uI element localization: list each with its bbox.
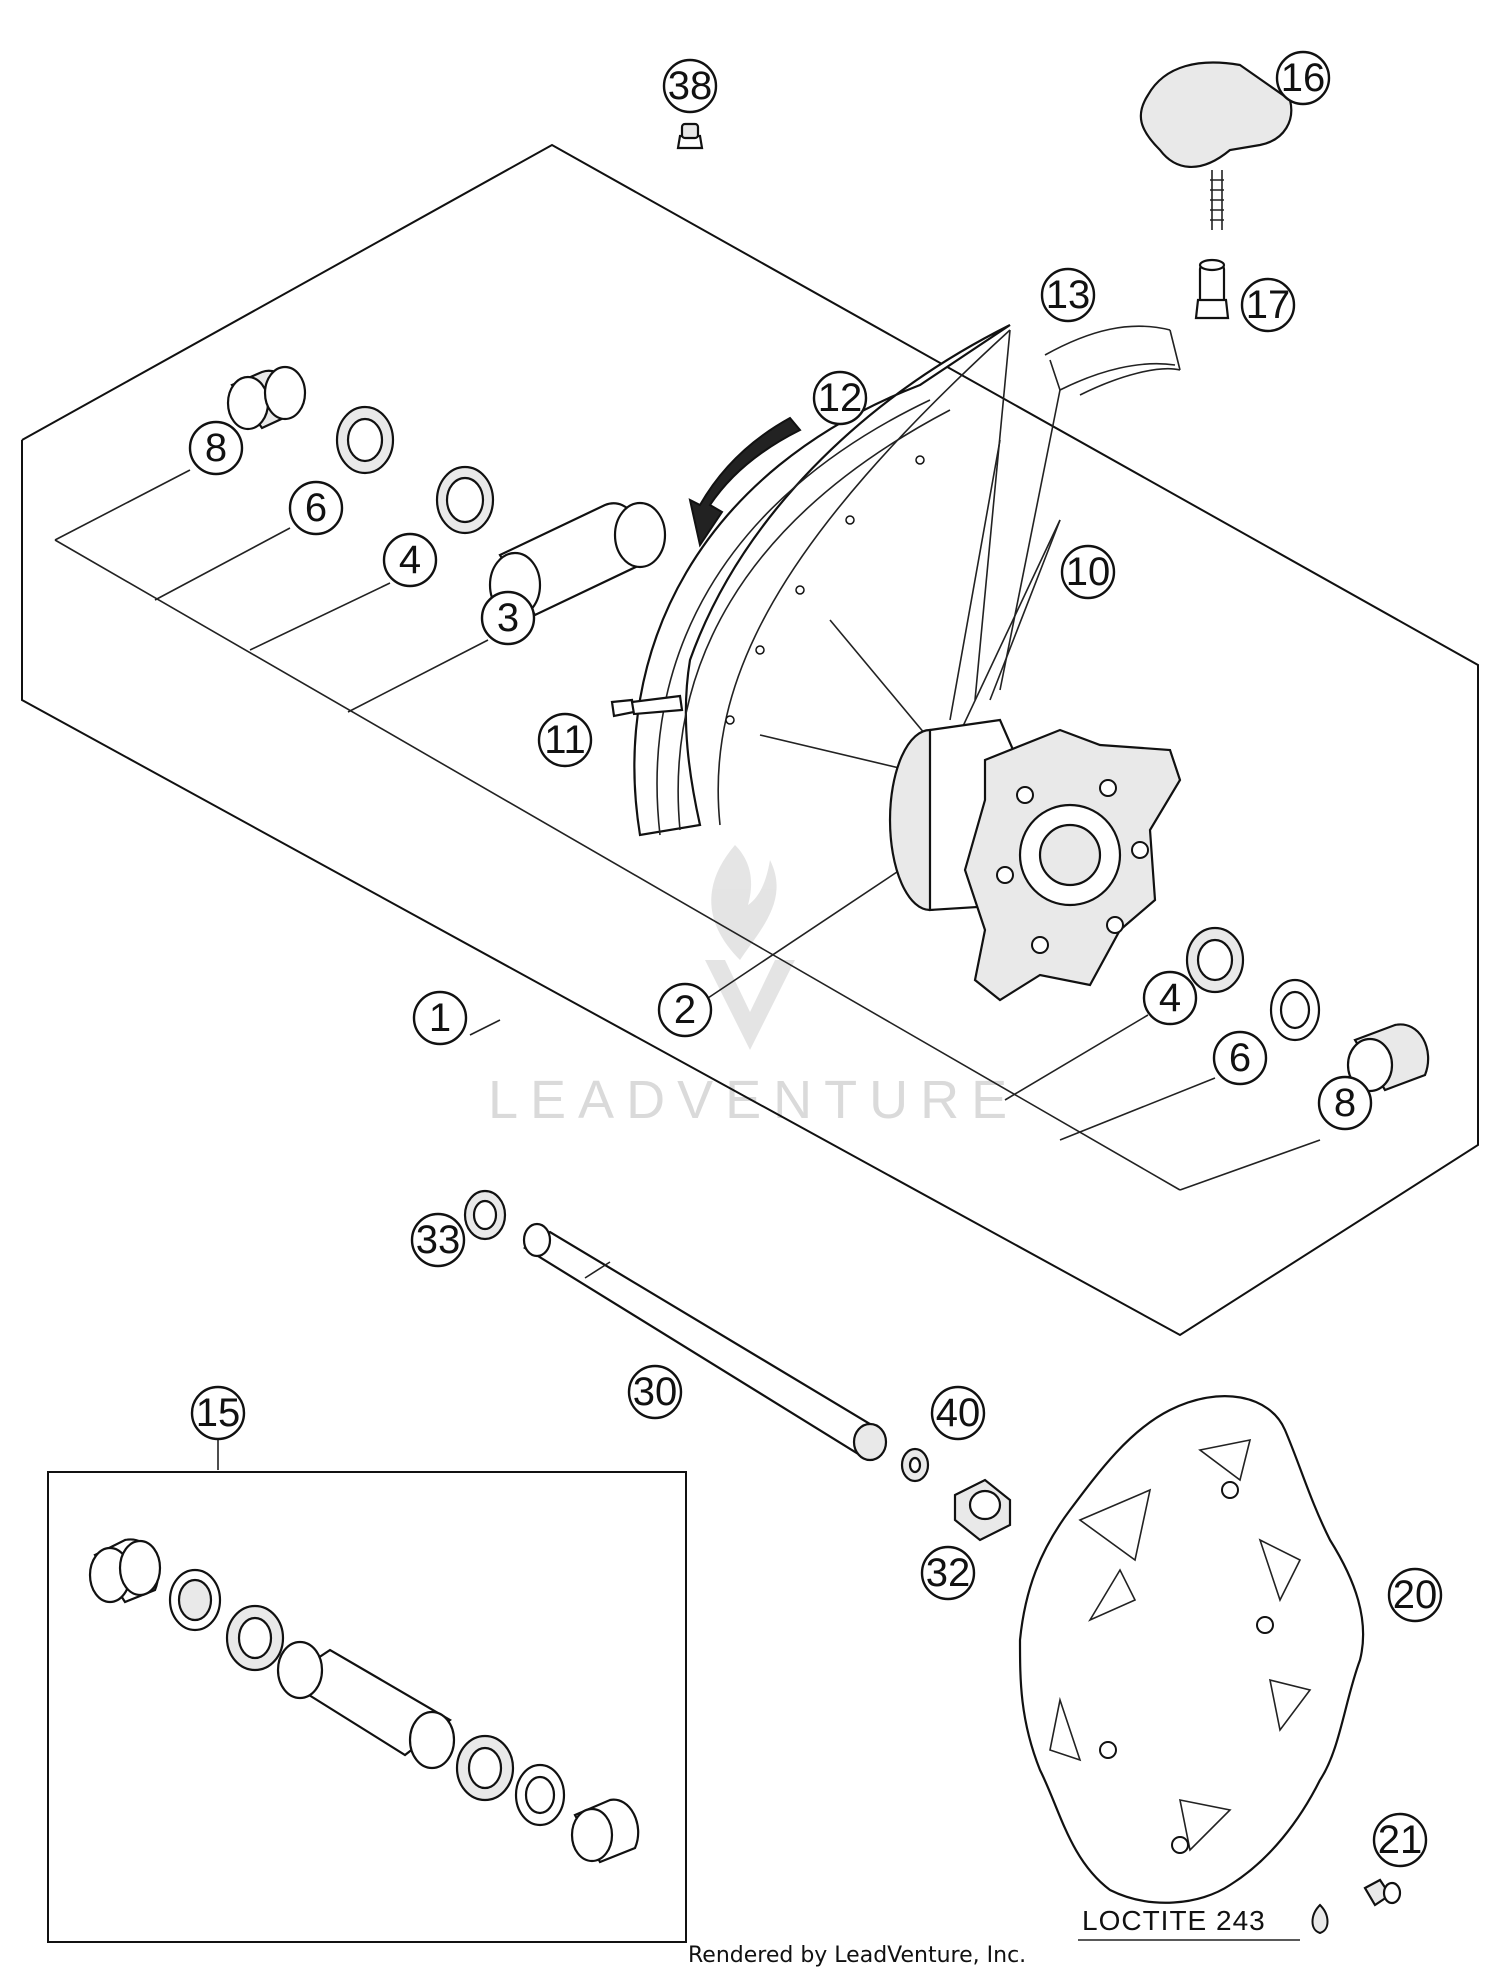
- callout-20-label: 20: [1393, 1573, 1438, 1617]
- callout-4-right: 4: [1142, 970, 1198, 1026]
- callout-3-label: 3: [497, 596, 519, 640]
- watermark: LEADVENTURE: [488, 845, 1019, 1130]
- callout-4-left-label: 4: [399, 538, 421, 582]
- callout-40: 40: [930, 1385, 986, 1441]
- callout-8-left-label: 8: [205, 426, 227, 470]
- callout-6-right-label: 6: [1229, 1036, 1251, 1080]
- leader-8b: [1179, 1139, 1321, 1191]
- axle-nut: [953, 1478, 1012, 1542]
- callout-17-label: 17: [1246, 283, 1291, 327]
- watermark-text: LEADVENTURE: [488, 1070, 1019, 1130]
- callout-10-label: 10: [1066, 550, 1111, 594]
- brake-disc: [1018, 1395, 1365, 1904]
- wheel-hub: [888, 718, 1182, 1002]
- leader-8a: [54, 469, 191, 541]
- leader-2: [704, 859, 916, 1001]
- leader-3: [347, 639, 489, 713]
- callout-12-label: 12: [818, 376, 863, 420]
- callout-1-label: 1: [429, 996, 451, 1040]
- leader-6a: [154, 527, 291, 601]
- wheel-assembly-frame: [21, 143, 1479, 1337]
- leader-4b: [1004, 1014, 1149, 1101]
- render-credit: Rendered by LeadVenture, Inc.: [688, 1943, 1026, 1968]
- v-logo-icon: [705, 960, 795, 1050]
- callout-30: 30: [627, 1364, 683, 1420]
- callout-16: 16: [1275, 50, 1331, 106]
- spacer-sleeve: [1194, 258, 1230, 320]
- callout-13-label: 13: [1046, 273, 1091, 317]
- callout-6-right: 6: [1212, 1030, 1268, 1086]
- callout-11: 11: [537, 712, 593, 768]
- rotation-arrow: [688, 416, 802, 548]
- callout-8-right-label: 8: [1334, 1081, 1356, 1125]
- callout-20: 20: [1387, 1567, 1443, 1623]
- callout-30-label: 30: [633, 1370, 678, 1414]
- leader-1: [469, 1019, 501, 1036]
- callout-16-label: 16: [1281, 56, 1326, 100]
- loctite-drop-icon: [1311, 1903, 1329, 1935]
- disc-screw: [1363, 1878, 1402, 1907]
- callout-4-left: 4: [382, 532, 438, 588]
- callout-8-right: 8: [1317, 1075, 1373, 1131]
- callout-6-left-label: 6: [305, 486, 327, 530]
- callout-33-label: 33: [416, 1218, 461, 1262]
- callout-1: 1: [412, 990, 468, 1046]
- callout-2-label: 2: [674, 988, 696, 1032]
- leader-4a: [249, 582, 391, 651]
- callout-4-right-label: 4: [1159, 976, 1181, 1020]
- callout-40-label: 40: [936, 1391, 981, 1435]
- callout-11-label: 11: [544, 718, 586, 762]
- loctite-note: LOCTITE 243: [1082, 1905, 1266, 1936]
- callout-38-label: 38: [668, 64, 713, 108]
- callout-17: 17: [1240, 277, 1296, 333]
- leader-6b: [1059, 1077, 1216, 1141]
- kit-contents: [88, 1538, 640, 1864]
- callout-33: 33: [410, 1212, 466, 1268]
- callout-21: 21: [1372, 1812, 1428, 1868]
- callout-32-label: 32: [926, 1551, 971, 1595]
- callout-10: 10: [1060, 544, 1116, 600]
- callout-8-left: 8: [188, 420, 244, 476]
- callout-2: 2: [657, 982, 713, 1038]
- callout-13: 13: [1040, 267, 1096, 323]
- callout-15-label: 15: [196, 1391, 241, 1435]
- frame-inner-edge: [54, 539, 1181, 1191]
- wheel-axle: [522, 1222, 888, 1462]
- valve-cap: [676, 122, 704, 150]
- callout-3: 3: [480, 590, 536, 646]
- callout-15: 15: [190, 1385, 246, 1441]
- left-bearing-stack: [226, 365, 667, 619]
- callout-12: 12: [812, 370, 868, 426]
- rim-lock: [1139, 61, 1293, 230]
- wheel-rim: [633, 324, 1011, 837]
- axle-seal: [463, 1189, 507, 1241]
- callout-38: 38: [662, 58, 718, 114]
- right-bearing-stack: [1185, 926, 1430, 1093]
- leader-10: [989, 519, 1061, 701]
- callout-6-left: 6: [288, 480, 344, 536]
- axle-washer: [900, 1447, 930, 1483]
- callout-32: 32: [920, 1545, 976, 1601]
- kit-box: [47, 1471, 687, 1943]
- rim-band: [1044, 325, 1181, 396]
- flame-logo-icon: [711, 845, 777, 960]
- callout-21-label: 21: [1378, 1818, 1423, 1862]
- spoke-nipple: [610, 694, 684, 718]
